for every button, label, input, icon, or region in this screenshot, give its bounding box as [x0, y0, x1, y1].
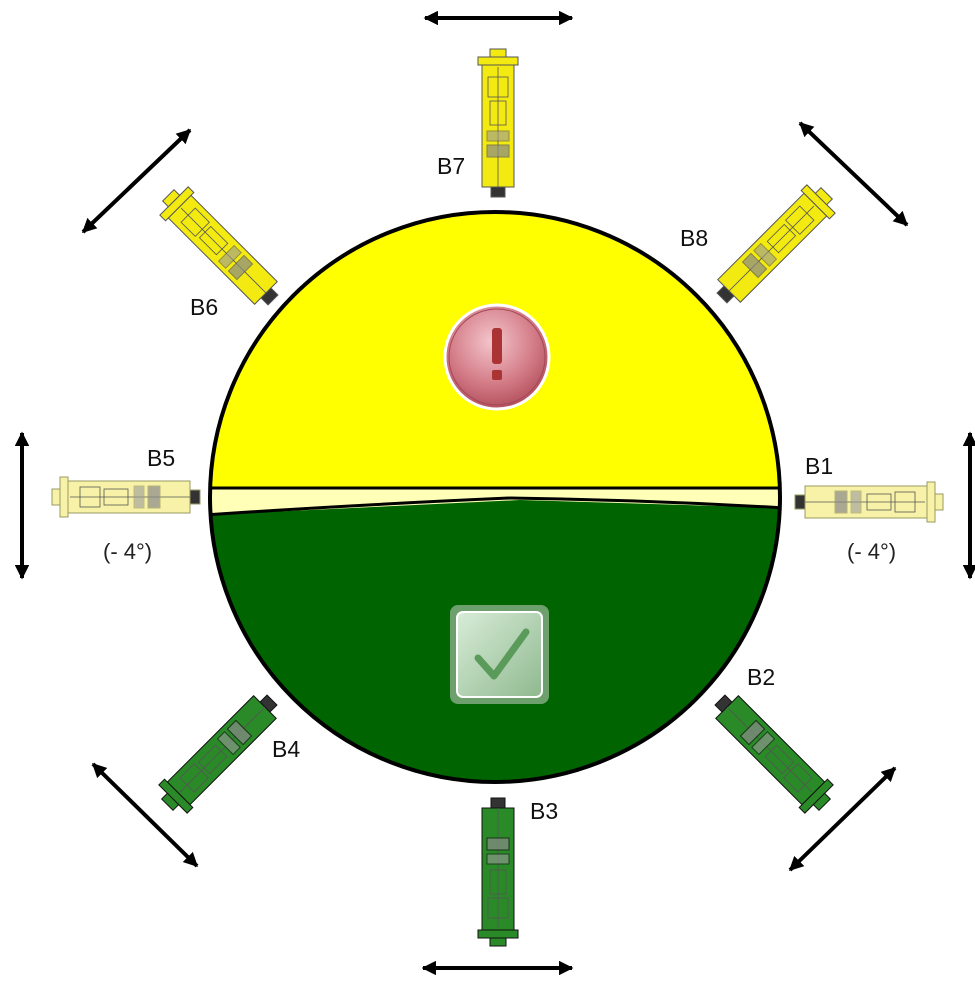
arrow-b4 [91, 762, 199, 868]
device-b1 [794, 481, 944, 523]
angle-note-b1: (- 4°) [847, 539, 897, 564]
device-b3 [477, 797, 519, 947]
device-b7 [477, 48, 519, 198]
arrow-b6 [81, 128, 192, 234]
label-b8: B8 [680, 225, 709, 251]
device-b2 [705, 685, 840, 820]
device-b8 [707, 178, 842, 313]
label-b2: B2 [747, 664, 776, 690]
label-b1: B1 [805, 453, 834, 479]
device-b5 [51, 476, 201, 518]
checkmark-icon [450, 605, 549, 704]
motion-arrows [14, 10, 975, 976]
separator-band [210, 488, 780, 515]
exclamation-icon [443, 303, 551, 411]
label-b5: B5 [147, 445, 176, 471]
label-b3: B3 [530, 798, 559, 824]
label-b4: B4 [272, 736, 301, 762]
arrow-b8 [798, 121, 909, 227]
device-b4 [152, 685, 287, 820]
angle-note-b5: (- 4°) [103, 539, 153, 564]
arrow-b2 [788, 766, 897, 872]
label-b6: B6 [190, 294, 219, 320]
status-dial [208, 210, 782, 784]
device-b6 [153, 180, 288, 315]
label-b7: B7 [437, 153, 466, 179]
